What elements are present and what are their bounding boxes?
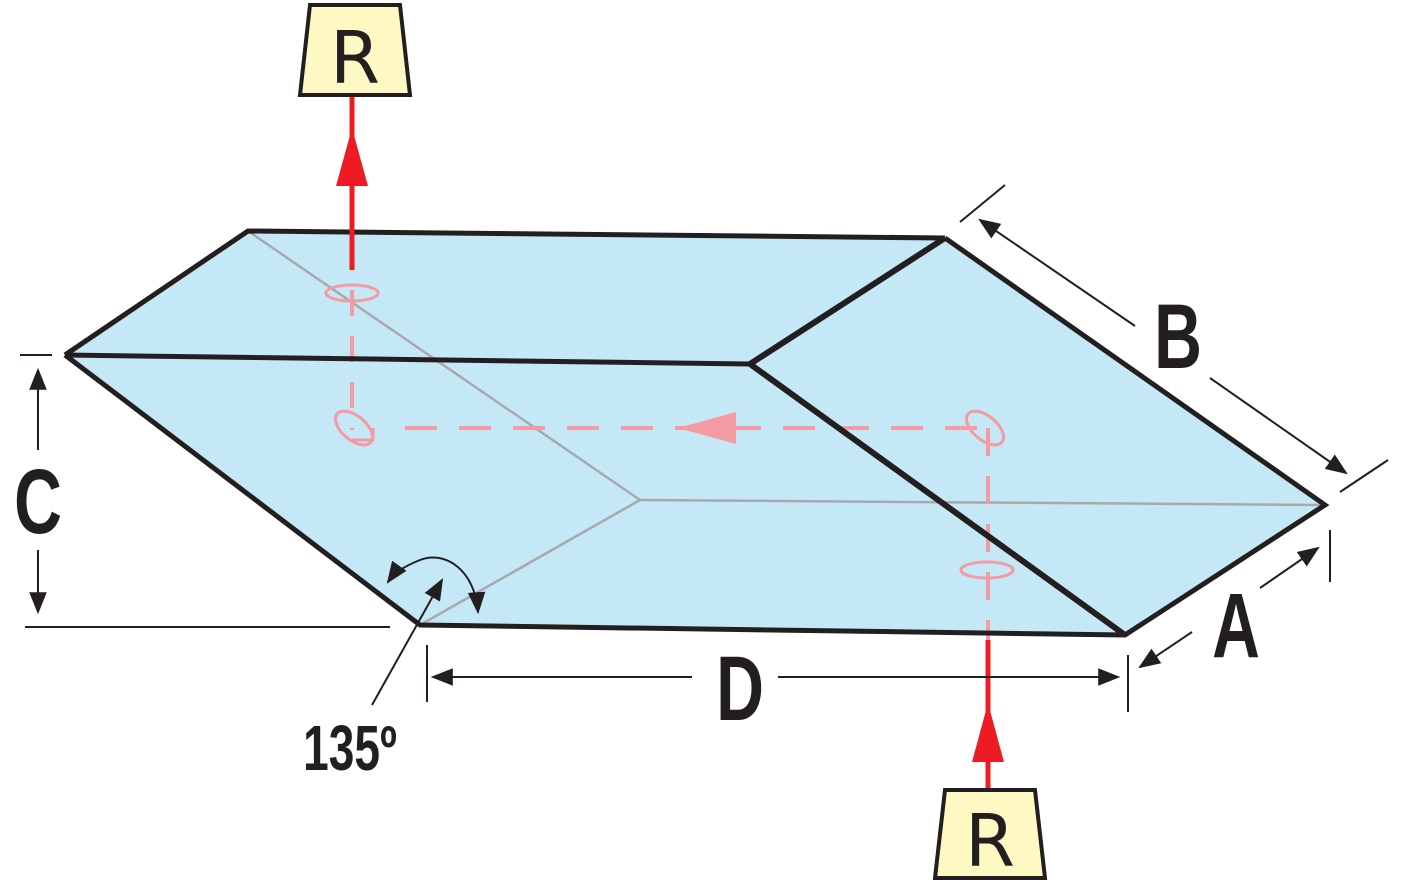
label-d: D: [716, 636, 764, 739]
angle-label: 135º: [303, 713, 397, 784]
prism-body: [65, 231, 1325, 635]
label-b: B: [1154, 284, 1202, 387]
dimension-lines: [20, 184, 1389, 712]
beam-direction-arrow: [678, 412, 736, 444]
output-image-marker: R: [297, 3, 413, 100]
input-image-marker: R: [932, 788, 1048, 883]
output-beam: [336, 95, 368, 270]
svg-text:R: R: [965, 799, 1015, 883]
label-c: C: [14, 449, 62, 552]
prism-edges: [63, 228, 1330, 638]
svg-text:R: R: [330, 16, 380, 100]
label-a: A: [1212, 573, 1260, 676]
